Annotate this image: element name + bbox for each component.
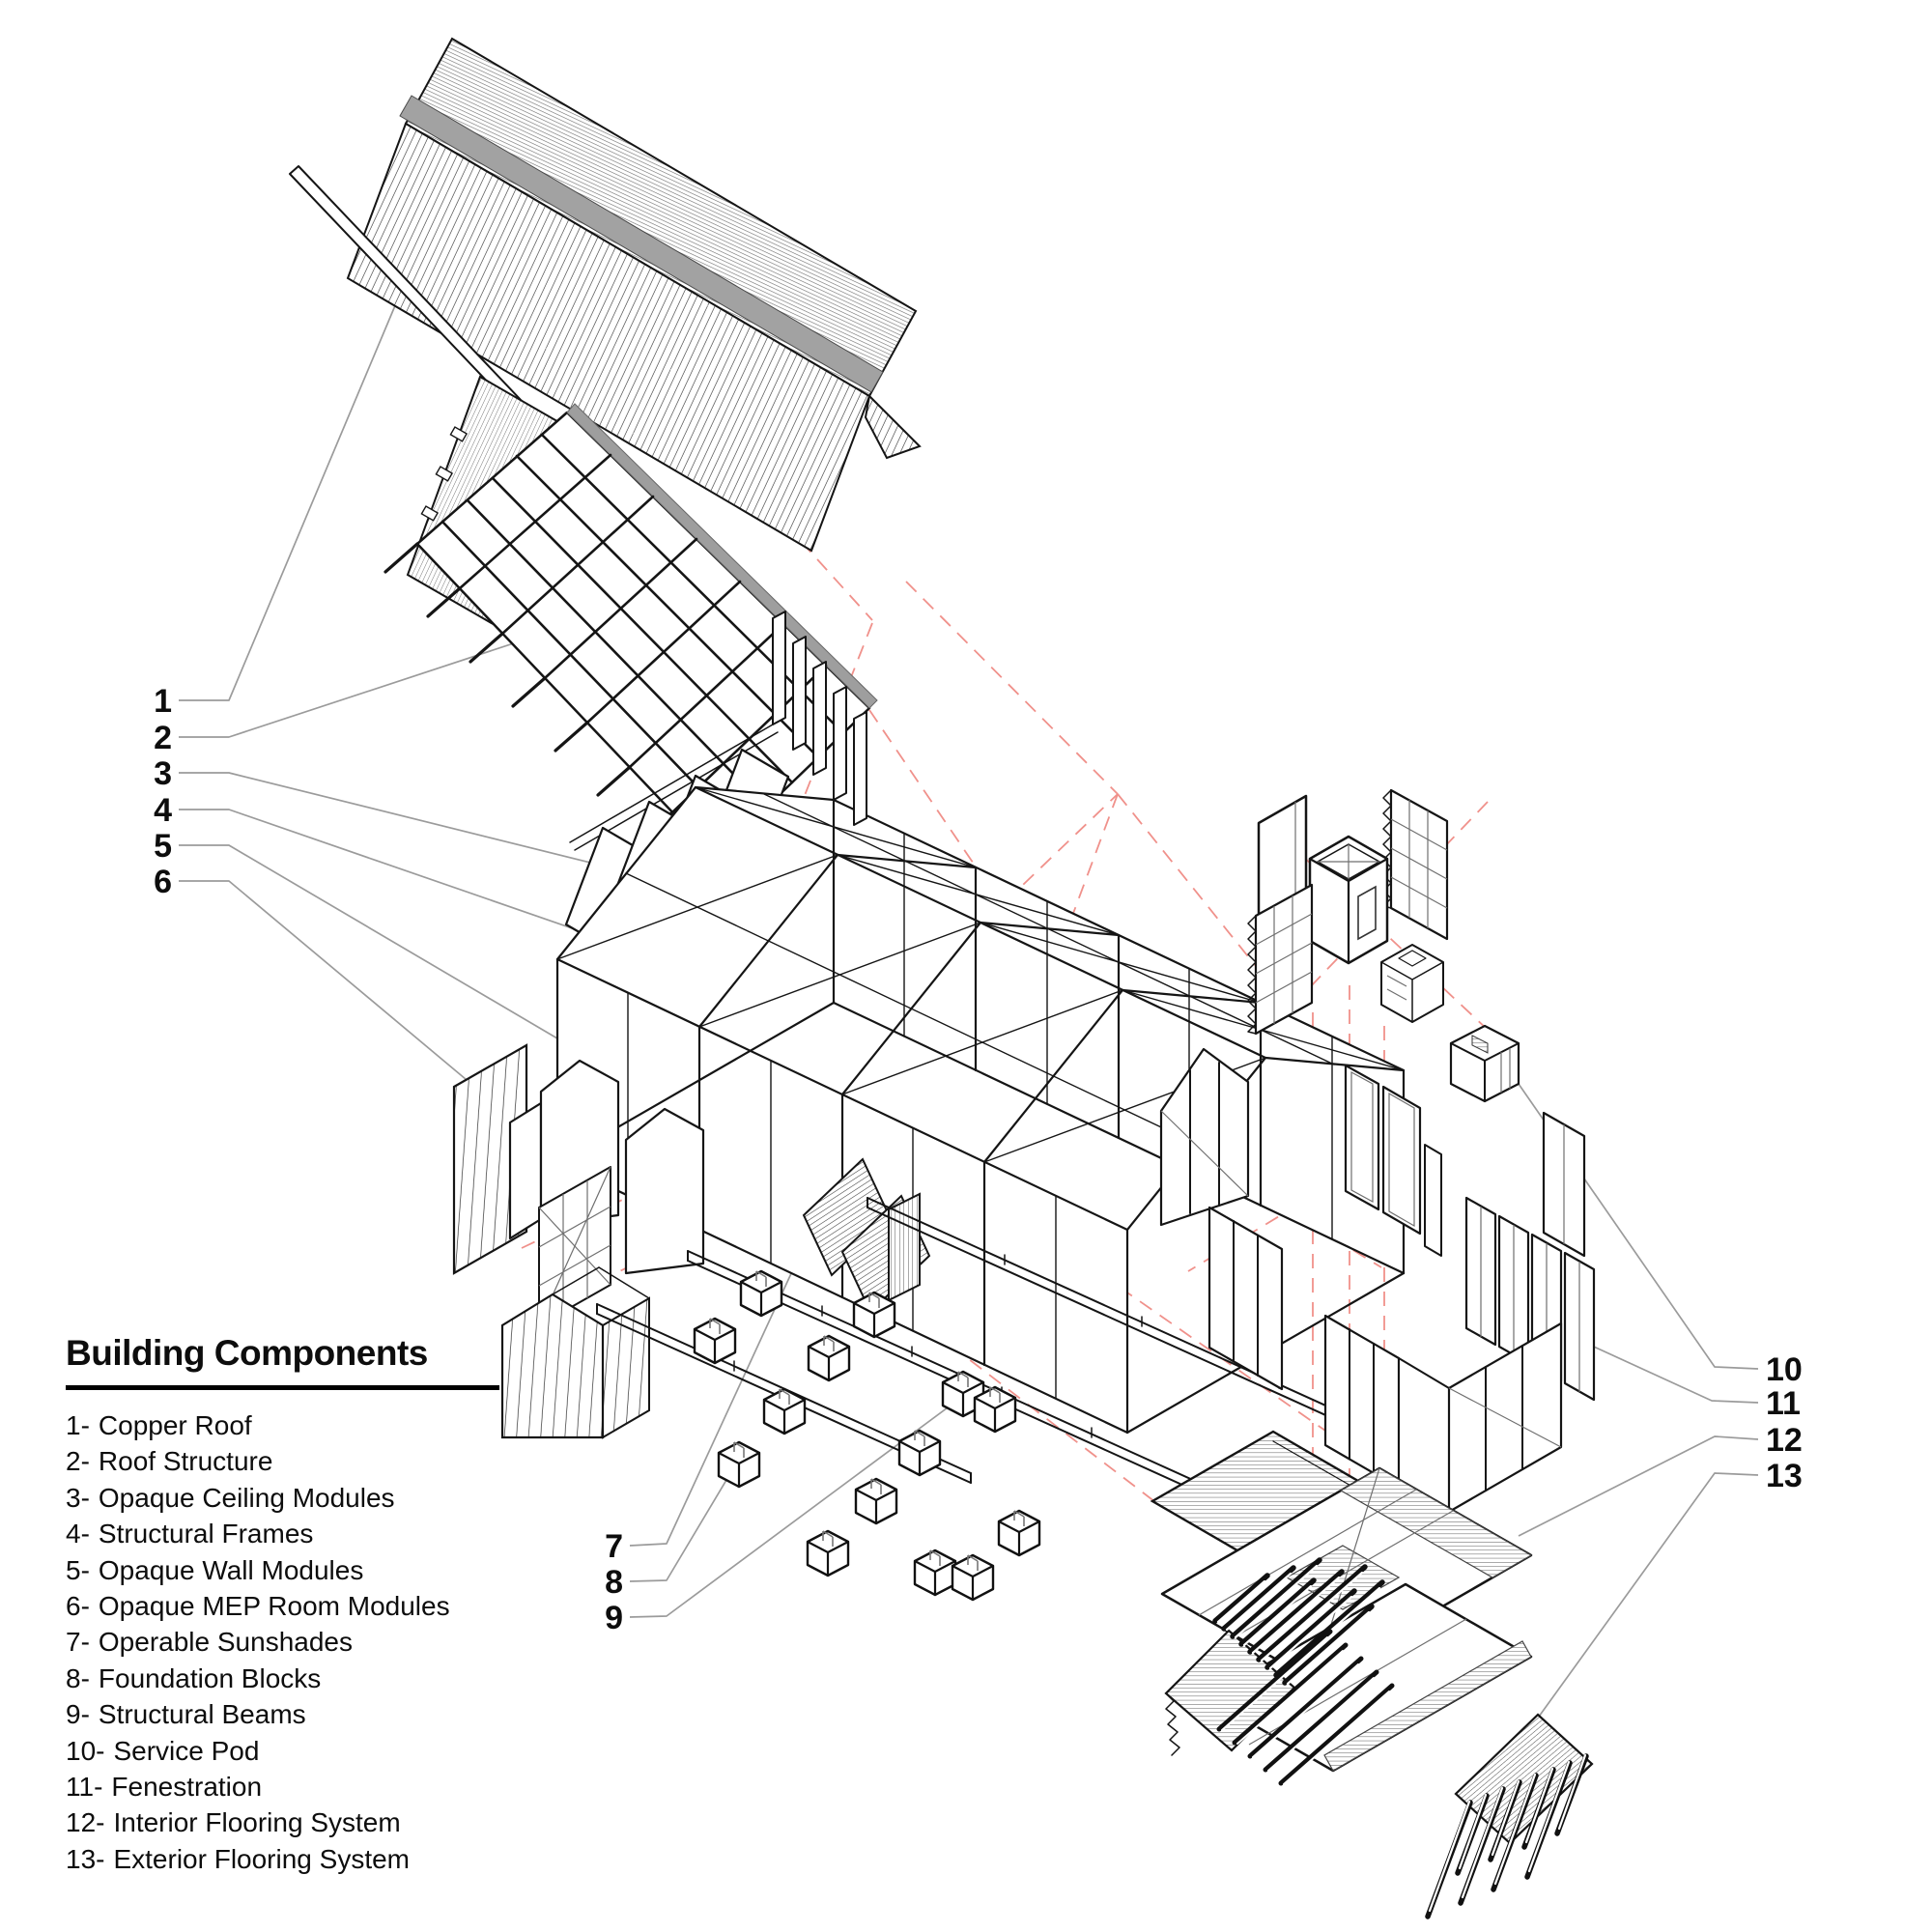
callout-11: 11 <box>1766 1385 1801 1422</box>
legend-item: 6- Opaque MEP Room Modules <box>66 1588 520 1624</box>
legend-item-num: 9- <box>66 1699 90 1730</box>
legend-item-label: Opaque Ceiling Modules <box>98 1482 395 1513</box>
legend: Building Components 1- Copper Roof 2- Roof… <box>66 1333 520 1877</box>
legend-item-label: Interior Flooring System <box>113 1807 401 1838</box>
callout-4: 4 <box>154 792 172 829</box>
pod-stair-panel-right <box>1382 788 1449 941</box>
legend-item: 10- Service Pod <box>66 1733 520 1769</box>
mep-frame-tower <box>538 1166 611 1326</box>
leader-lines <box>179 284 1759 1718</box>
legend-item: 12- Interior Flooring System <box>66 1804 520 1840</box>
pod-cabinet <box>1380 944 1444 1023</box>
legend-item-label: Exterior Flooring System <box>113 1843 411 1874</box>
deck-comb-left <box>1164 1557 1395 1786</box>
legend-item-label: Opaque MEP Room Modules <box>98 1591 450 1622</box>
legend-item-num: 7- <box>66 1627 90 1658</box>
callout-10: 10 <box>1766 1351 1803 1388</box>
legend-title: Building Components <box>66 1333 428 1373</box>
legend-item: 1- Copper Roof <box>66 1407 520 1443</box>
callout-8: 8 <box>605 1564 623 1601</box>
fenestration <box>1159 1047 1596 1514</box>
legend-item: 3- Opaque Ceiling Modules <box>66 1480 520 1516</box>
service-pod <box>1247 788 1520 1103</box>
legend-item-num: 4- <box>66 1519 90 1549</box>
legend-item-label: Structural Frames <box>98 1519 314 1549</box>
legend-item-num: 13- <box>66 1843 105 1874</box>
structural-frames <box>555 785 1406 1435</box>
wall-modules <box>452 1043 705 1275</box>
window-gable-panel <box>1159 1047 1250 1227</box>
legend-item: 7- Operable Sunshades <box>66 1624 520 1660</box>
loose-deck-boards <box>1216 1629 1395 1786</box>
callout-3: 3 <box>154 755 172 792</box>
legend-item: 9- Structural Beams <box>66 1696 520 1732</box>
legend-item: 2- Roof Structure <box>66 1443 520 1479</box>
legend-item-num: 6- <box>66 1591 90 1622</box>
legend-item: 5- Opaque Wall Modules <box>66 1552 520 1588</box>
legend-underline <box>66 1385 499 1390</box>
callout-5: 5 <box>154 828 172 865</box>
legend-item-label: Structural Beams <box>98 1699 306 1730</box>
legend-item-num: 1- <box>66 1410 90 1440</box>
legend-item-num: 8- <box>66 1662 90 1693</box>
window-panel-low-left <box>1208 1206 1284 1391</box>
deck-comb-right <box>1425 1713 1594 1919</box>
legend-item-label: Fenestration <box>111 1772 263 1803</box>
callout-1: 1 <box>154 683 172 720</box>
callout-6: 6 <box>154 864 172 900</box>
legend-item: 4- Structural Frames <box>66 1516 520 1551</box>
callout-7: 7 <box>605 1528 623 1565</box>
pod-stair-panel-left <box>1247 883 1314 1036</box>
legend-list: 1- Copper Roof 2- Roof Structure 3- Opaque … <box>66 1407 520 1877</box>
legend-item-label: Copper Roof <box>98 1410 252 1440</box>
window-row-slanted <box>1464 1196 1596 1402</box>
legend-item-label: Opaque Wall Modules <box>98 1554 364 1585</box>
service-unit-box <box>1449 1024 1520 1103</box>
legend-item-num: 3- <box>66 1482 90 1513</box>
legend-item-num: 2- <box>66 1446 90 1477</box>
roof-structure <box>384 375 878 887</box>
callout-9: 9 <box>605 1600 623 1636</box>
sunshade-louver-row <box>772 611 867 826</box>
callout-13: 13 <box>1766 1458 1803 1494</box>
legend-item-num: 10- <box>66 1735 105 1766</box>
window-v-assembly <box>1323 1314 1563 1514</box>
legend-item: 8- Foundation Blocks <box>66 1661 520 1696</box>
legend-item: 13- Exterior Flooring System <box>66 1841 520 1877</box>
legend-item: 11- Fenestration <box>66 1769 520 1804</box>
legend-item-label: Foundation Blocks <box>98 1662 322 1693</box>
legend-item-num: 12- <box>66 1807 105 1838</box>
legend-item-num: 5- <box>66 1554 90 1585</box>
legend-item-label: Service Pod <box>113 1735 260 1766</box>
legend-item-label: Roof Structure <box>98 1446 273 1477</box>
window-panel-right-small <box>1542 1111 1586 1258</box>
legend-item-num: 11- <box>66 1772 103 1803</box>
window-pair-panels <box>1344 1064 1442 1257</box>
callout-numbers: 1 2 3 4 5 6 7 8 9 10 11 12 13 <box>154 683 1803 1636</box>
legend-item-label: Operable Sunshades <box>98 1627 353 1658</box>
callout-12: 12 <box>1766 1422 1803 1459</box>
callout-2: 2 <box>154 720 172 756</box>
exterior-flooring <box>1164 1557 1594 1919</box>
pod-box <box>1308 835 1389 965</box>
